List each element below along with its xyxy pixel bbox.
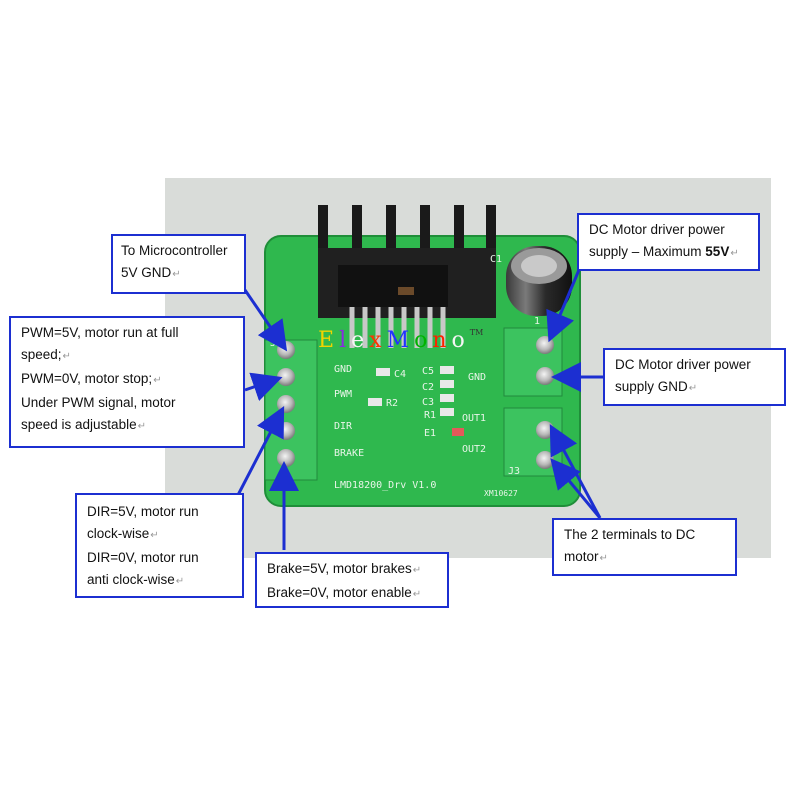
- callout-line: clock-wise↵: [87, 526, 159, 541]
- brand-letter: x: [369, 328, 387, 353]
- silk-code: XM10627: [484, 489, 518, 498]
- driver-chip: [338, 265, 448, 307]
- silk-r1: R1: [424, 410, 436, 421]
- arrow-dir: [236, 406, 285, 496]
- brand-letter: n: [432, 328, 452, 353]
- callout-line: 5V GND↵: [121, 265, 181, 280]
- arrow-mcu-gnd: [243, 289, 288, 352]
- trademark-mark: TM: [469, 328, 484, 337]
- silk-gnd: GND: [334, 364, 352, 375]
- silk-j1: 1: [534, 316, 540, 327]
- brand-letter: o: [451, 328, 470, 353]
- arrow-pwm: [244, 372, 283, 402]
- callout-line: Brake=0V, motor enable↵: [267, 585, 422, 600]
- callout-line: PWM=5V, motor run at full: [21, 325, 179, 340]
- silk-e1: E1: [424, 428, 436, 439]
- silk-gnd-right: GND: [468, 372, 486, 383]
- callout-pwm: PWM=5V, motor run at full speed;↵ PWM=0V…: [9, 316, 245, 448]
- brand-letter: o: [414, 328, 433, 353]
- silk-dir: DIR: [334, 421, 353, 432]
- callout-line: Under PWM signal, motor: [21, 395, 176, 410]
- callout-dir: DIR=5V, motor run clock-wise↵ DIR=0V, mo…: [75, 493, 244, 598]
- brand-watermark: ElexMonoTM: [318, 328, 483, 353]
- callout-line: DC Motor driver power: [589, 222, 725, 237]
- callout-line: DIR=5V, motor run: [87, 504, 199, 519]
- pointer-arrows: [236, 257, 603, 550]
- callout-line: anti clock-wise↵: [87, 572, 185, 587]
- silk-pwm: PWM: [334, 389, 352, 400]
- callout-brake: Brake=5V, motor brakes↵ Brake=0V, motor …: [255, 552, 449, 608]
- callout-line: DIR=0V, motor run: [87, 550, 199, 565]
- silk-c1: C1: [490, 254, 502, 265]
- silk-out2: OUT2: [462, 444, 486, 455]
- brand-letter: E: [318, 328, 340, 353]
- silk-brake: BRAKE: [334, 448, 364, 459]
- callout-line: supply – Maximum 55V↵: [589, 244, 739, 259]
- callout-line: Brake=5V, motor brakes↵: [267, 561, 422, 576]
- arrow-out2: [550, 458, 602, 519]
- silk-c4: C4: [394, 369, 406, 380]
- silk-c5: C5: [422, 366, 434, 377]
- callout-line: speed is adjustable↵: [21, 417, 146, 432]
- brand-letter: e: [351, 328, 370, 353]
- callout-line: PWM=0V, motor stop;↵: [21, 371, 162, 386]
- callout-line: speed;↵: [21, 347, 71, 362]
- brand-letter: l: [339, 328, 352, 353]
- brand-letter: M: [386, 328, 415, 353]
- silk-r2: R2: [386, 398, 398, 409]
- smd-parts: [368, 366, 464, 436]
- chip-pins: [349, 307, 446, 348]
- silk-j3: J3: [508, 466, 520, 477]
- callout-line: supply GND↵: [615, 379, 698, 394]
- terminal-block-power: [503, 327, 563, 397]
- callout-line: motor↵: [564, 549, 608, 564]
- terminal-block-left: [264, 339, 318, 481]
- callout-power: DC Motor driver power supply – Maximum 5…: [577, 213, 760, 271]
- silk-c3: C3: [422, 397, 434, 408]
- callout-line: To Microcontroller: [121, 243, 228, 258]
- callout-power-gnd: DC Motor driver power supply GND↵: [603, 348, 786, 406]
- silk-model: LMD18200_Drv V1.0: [334, 480, 436, 491]
- callout-terminals: The 2 terminals to DC motor↵: [552, 518, 737, 576]
- callout-mcu-gnd: To Microcontroller 5V GND↵: [111, 234, 246, 294]
- silk-out1: OUT1: [462, 413, 486, 424]
- silk-c2: C2: [422, 382, 434, 393]
- callout-line: DC Motor driver power: [615, 357, 751, 372]
- callout-line: The 2 terminals to DC: [564, 527, 696, 542]
